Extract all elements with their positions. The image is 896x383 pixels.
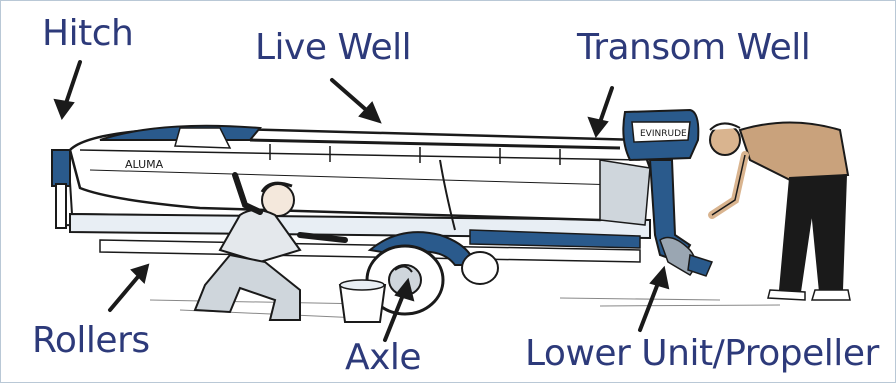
hitch-arrow	[55, 62, 80, 118]
ground-shading	[150, 298, 780, 318]
bucket	[340, 280, 385, 322]
motor-brand-text: EVINRUDE	[640, 129, 687, 139]
transom-well-arrow	[589, 88, 612, 136]
person-standing	[710, 123, 850, 301]
boat-name-text: ALUMA	[125, 158, 164, 171]
rollers-label: Rollers	[32, 323, 150, 359]
lower-unit-propeller-label: Lower Unit/Propeller	[525, 336, 879, 372]
transom-well-label: Transom Well	[577, 30, 810, 66]
hitch-label: Hitch	[42, 16, 133, 52]
rollers-arrow	[110, 265, 148, 310]
axle-label: Axle	[345, 340, 421, 376]
live-well-label: Live Well	[255, 30, 411, 66]
live-well-arrow	[332, 80, 380, 122]
